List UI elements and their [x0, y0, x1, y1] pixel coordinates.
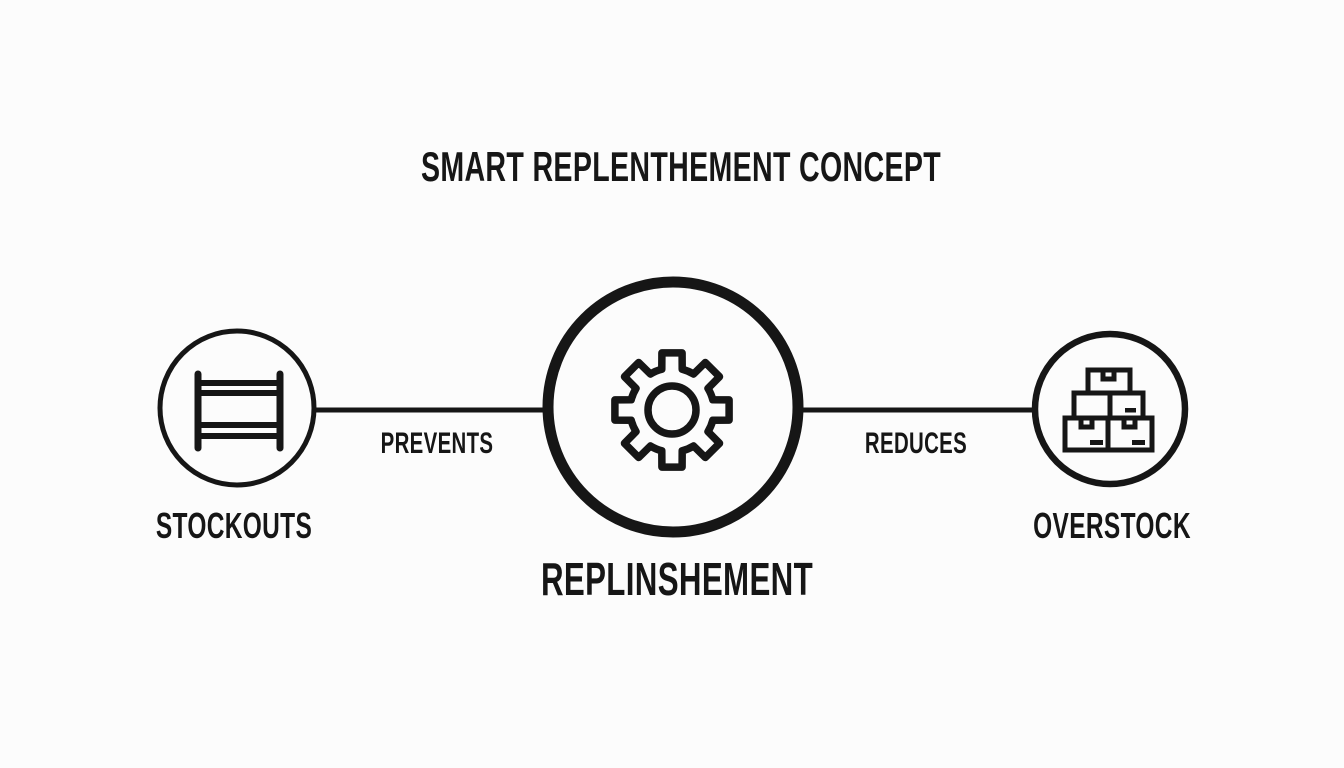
center-node-label-text: REPLINSHEMENT [540, 553, 814, 605]
left-node-label-text: STOCKOUTS [155, 505, 313, 546]
page-title-text: SMART REPLENTHEMENT CONCEPT [420, 143, 942, 190]
right-node-label: OVERSTOCK [996, 508, 1228, 544]
right-node-label-text: OVERSTOCK [1033, 505, 1191, 546]
center-node-label: REPLINSHEMENT [477, 556, 877, 602]
stacked-boxes-icon [1062, 367, 1155, 453]
connector-left-label: PREVENTS [354, 429, 520, 459]
connector-left-label-text: PREVENTS [380, 427, 494, 460]
gear-icon-hole [644, 382, 700, 438]
shelf-rack-icon [194, 370, 284, 452]
connector-right-label: REDUCES [841, 429, 991, 459]
left-node-label: STOCKOUTS [119, 508, 349, 544]
page-title: SMART REPLENTHEMENT CONCEPT [299, 146, 1064, 188]
gear-icon-path [611, 349, 733, 471]
left-node-circle [157, 328, 317, 488]
connector-right-label-text: REDUCES [864, 427, 968, 460]
right-node-circle [1031, 330, 1189, 488]
gear-icon [611, 349, 733, 471]
center-node-circle [542, 276, 804, 538]
